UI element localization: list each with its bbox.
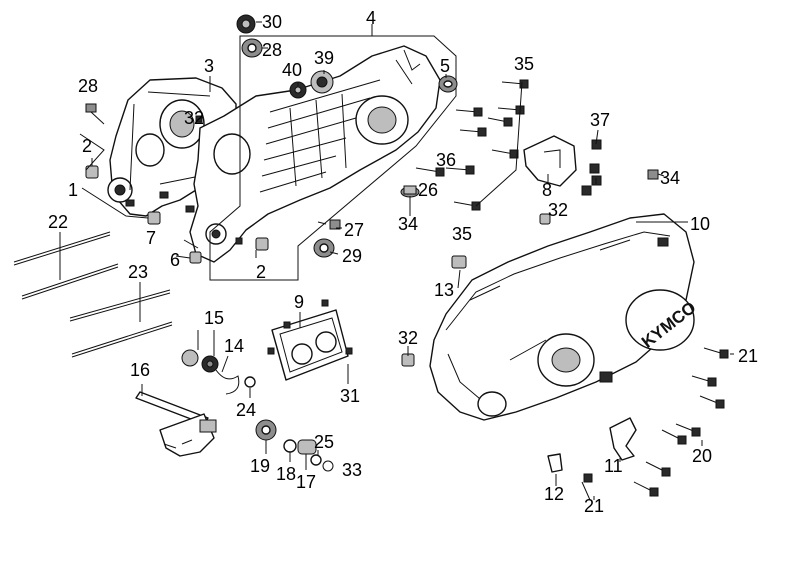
cover-9 <box>267 299 353 381</box>
callout-30: 30 <box>262 12 282 32</box>
callout-17: 17 <box>296 472 316 492</box>
callout-39: 39 <box>314 48 334 68</box>
callout-13: 13 <box>434 280 454 300</box>
callout-6: 6 <box>170 250 180 270</box>
callout-31: 31 <box>340 386 360 406</box>
part-4-group-frame <box>209 35 457 281</box>
callout-18: 18 <box>276 464 296 484</box>
bolt-27 <box>317 219 341 230</box>
bolt-set-20-21 <box>581 347 729 501</box>
callout-20: 20 <box>692 446 712 466</box>
callout-25: 25 <box>314 432 334 452</box>
callout-34-left: 34 <box>398 214 418 234</box>
crankcase-cover-10: KYMCO <box>429 213 700 421</box>
collar-32-top <box>539 213 551 225</box>
gasket-8 <box>523 135 577 187</box>
callout-10: 10 <box>690 214 710 234</box>
callout-3: 3 <box>204 56 214 76</box>
callout-16: 16 <box>130 360 150 380</box>
callout-29: 29 <box>342 246 362 266</box>
bearing-30 <box>236 14 256 34</box>
callout-1: 1 <box>68 180 78 200</box>
oil-seal-29 <box>313 238 335 258</box>
washer-25 <box>310 454 322 466</box>
callout-9: 9 <box>294 292 304 312</box>
callout-34-right: 34 <box>660 168 680 188</box>
callout-22: 22 <box>48 212 68 232</box>
washer-24 <box>244 376 256 388</box>
bracket-11 <box>609 417 637 461</box>
bolt-set-35-36 <box>415 79 529 211</box>
callout-8: 8 <box>542 180 552 200</box>
stud-bolt-22 <box>13 231 119 300</box>
callout-36: 36 <box>436 150 456 170</box>
callout-14: 14 <box>224 336 244 356</box>
bearing-39 <box>310 70 334 94</box>
shaft-17 <box>297 439 317 455</box>
callout-4: 4 <box>366 8 376 28</box>
callout-21-bottom: 21 <box>584 496 604 516</box>
oil-strainer-cap-26 <box>400 185 420 198</box>
callout-2-right: 2 <box>256 262 266 282</box>
callout-32-bottom: 32 <box>398 328 418 348</box>
callout-32-middle: 32 <box>548 200 568 220</box>
spring-14 <box>215 369 240 395</box>
left-crankcase-half <box>107 77 237 217</box>
callout-26: 26 <box>418 180 438 200</box>
callout-7: 7 <box>146 228 156 248</box>
gear-19 <box>255 419 277 441</box>
clip-33 <box>322 460 334 472</box>
callout-33: 33 <box>342 460 362 480</box>
bolt-34-right <box>647 169 665 180</box>
callout-40: 40 <box>282 60 302 80</box>
callout-23: 23 <box>128 262 148 282</box>
callout-12: 12 <box>544 484 564 504</box>
callout-27: 27 <box>344 220 364 240</box>
callout-21-right: 21 <box>738 346 758 366</box>
stud-bolt-23 <box>69 289 173 358</box>
oil-seal-28-top <box>241 38 263 58</box>
callout-2-left: 2 <box>82 136 92 156</box>
washer-18 <box>283 439 297 453</box>
callout-15: 15 <box>204 308 224 328</box>
callout-35-bottom: 35 <box>452 224 472 244</box>
callout-24: 24 <box>236 400 256 420</box>
callout-37: 37 <box>590 110 610 130</box>
callout-5: 5 <box>440 56 450 76</box>
clip-12 <box>547 453 563 473</box>
right-crankcase-half <box>185 45 441 263</box>
kick-shaft-16 <box>135 391 217 457</box>
callout-35-top: 35 <box>514 54 534 74</box>
dowel-13 <box>451 255 467 269</box>
bolt-28 <box>85 103 105 125</box>
callout-28-left: 28 <box>78 76 98 96</box>
dowel-pin-2-right <box>255 237 269 251</box>
callout-19: 19 <box>250 456 270 476</box>
callout-labels: 30 4 28 39 40 3 35 5 28 32 37 2 36 1 26 … <box>48 8 758 516</box>
bush-15 <box>181 349 219 373</box>
leader-lines <box>59 21 734 500</box>
oil-seal-5 <box>438 75 458 93</box>
callout-32-crankcase: 32 <box>184 108 204 128</box>
dowel-pin-7 <box>147 211 161 225</box>
callout-11: 11 <box>604 456 623 476</box>
callout-28-top: 28 <box>262 40 282 60</box>
bolt-set-37 <box>581 129 602 196</box>
